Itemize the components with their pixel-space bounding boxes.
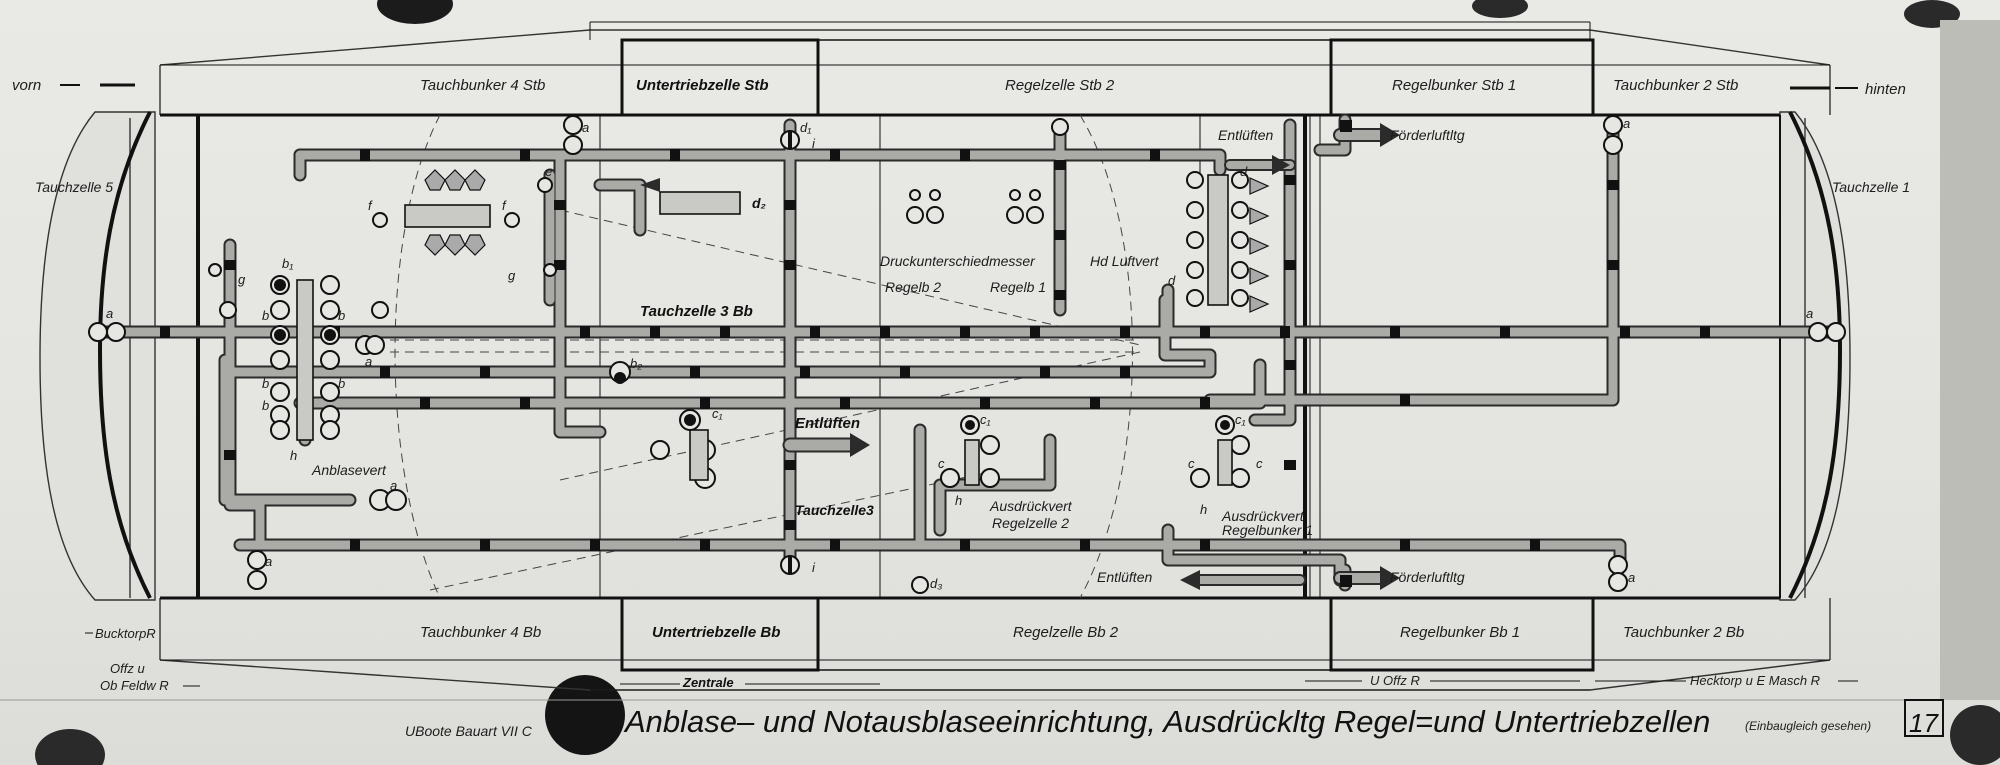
valve-a-1: a bbox=[106, 306, 113, 321]
footer: UBoote Bauart VII C Anblase– und Notausb… bbox=[0, 699, 1944, 739]
valve-a-2: a bbox=[582, 120, 589, 135]
dark-valves bbox=[274, 132, 1230, 573]
regelb1: Regelb 1 bbox=[990, 279, 1046, 295]
valve-b-5: b bbox=[338, 376, 345, 391]
tauchbunker4-stb: Tauchbunker 4 Stb bbox=[420, 77, 545, 94]
offz-label-line1: Offz u bbox=[110, 661, 145, 676]
valve-f-2: f bbox=[502, 198, 507, 213]
orientation-labels: vorn hinten bbox=[12, 77, 1906, 98]
valve-b2: b₂ bbox=[630, 356, 642, 371]
valve-a-7: a bbox=[365, 354, 372, 369]
hd-luftvert: Hd Luftvert bbox=[1090, 253, 1160, 269]
tauchzelle3-bb: Tauchzelle 3 Bb bbox=[640, 303, 753, 320]
regelbunker-stb1: Regelbunker Stb 1 bbox=[1392, 77, 1516, 94]
valve-c-2: c bbox=[1188, 456, 1195, 471]
tauchzelle5: Tauchzelle 5 bbox=[35, 179, 113, 195]
component-labels: Entlüften Entlüften Entlüften Förderluft… bbox=[311, 127, 1465, 585]
end-bulkheads bbox=[97, 111, 1843, 599]
regelzelle-bb2: Regelzelle Bb 2 bbox=[1013, 624, 1119, 641]
valve-a-6: a bbox=[1628, 570, 1635, 585]
bottom-bunker-band bbox=[160, 596, 1830, 691]
flow-arrows bbox=[640, 123, 1400, 590]
valve-h-3: h bbox=[1200, 502, 1207, 517]
top-bunker-band bbox=[160, 21, 1830, 117]
diagram-title: Anblase– und Notausblaseeinrichtung, Aus… bbox=[623, 704, 1710, 739]
bottom-bunker-labels: Tauchbunker 4 Bb Untertriebzelle Bb Rege… bbox=[420, 624, 1744, 641]
tauchbunker4-bb: Tauchbunker 4 Bb bbox=[420, 624, 541, 641]
valve-d2: d₂ bbox=[752, 195, 766, 211]
hecktorp-label: Hecktorp u E Masch R bbox=[1690, 673, 1820, 688]
entlueften-top: Entlüften bbox=[1218, 127, 1273, 143]
ausdrueckvert-2-l1: Ausdrückvert bbox=[989, 498, 1073, 514]
foerderluftltg-top: Förderluftltg bbox=[1390, 127, 1465, 143]
valve-c1-3: c₁ bbox=[1235, 412, 1246, 427]
frame-bulkheads bbox=[196, 115, 1781, 598]
ausdrueckvert-1-l2: Regelbunker 1 bbox=[1222, 522, 1313, 538]
valve-d-2: d bbox=[1168, 273, 1176, 288]
valve-c-3: c bbox=[1256, 456, 1263, 471]
zentrale-label: Zentrale bbox=[682, 675, 734, 690]
rear-label: hinten bbox=[1865, 81, 1906, 98]
valve-a-3: a bbox=[1623, 116, 1630, 131]
entlueften-mid: Entlüften bbox=[795, 415, 860, 432]
cell-labels: Tauchzelle 5 Tauchzelle 1 Tauchzelle 3 B… bbox=[35, 179, 1910, 518]
valve-h-2: h bbox=[955, 493, 962, 508]
tauchzelle3: Tauchzelle3 bbox=[795, 502, 874, 518]
front-label: vorn bbox=[12, 77, 41, 94]
foerderluftltg-bottom: Förderluftltg bbox=[1390, 569, 1465, 585]
valve-d1: d₁ bbox=[800, 120, 811, 135]
tauchbunker2-stb: Tauchbunker 2 Stb bbox=[1613, 77, 1738, 94]
valve-d3: d₃ bbox=[930, 576, 942, 591]
hull-outline bbox=[39, 29, 1851, 691]
valve-b-4: b bbox=[338, 308, 345, 323]
regelb2: Regelb 2 bbox=[885, 279, 941, 295]
valve-f-1: f bbox=[368, 198, 373, 213]
regelzelle-stb2: Regelzelle Stb 2 bbox=[1005, 77, 1115, 94]
valve-b-2: b bbox=[262, 376, 269, 391]
air-piping bbox=[93, 113, 1837, 592]
orientation-note: (Einbaugleich gesehen) bbox=[1745, 719, 1871, 733]
valve-e: e bbox=[545, 164, 552, 179]
anblasevert: Anblasevert bbox=[311, 462, 387, 478]
page-number: 17 bbox=[1909, 708, 1939, 738]
valve-h-1: h bbox=[290, 448, 297, 463]
bucktorp-label: BucktorpR bbox=[95, 626, 156, 641]
pipe-markers bbox=[160, 120, 1710, 587]
valves bbox=[88, 115, 1846, 594]
offz-label-line2: Ob Feldw R bbox=[100, 678, 169, 693]
valve-d-1: d bbox=[1240, 164, 1248, 179]
valve-i-2: i bbox=[812, 560, 816, 575]
valve-g-2: g bbox=[508, 268, 516, 283]
bottom-notes: BucktorpR Offz u Ob Feldw R Zentrale U O… bbox=[85, 626, 1858, 693]
valve-b-3: b bbox=[262, 398, 269, 413]
valve-b-1: b bbox=[262, 308, 269, 323]
valve-a-5: a bbox=[265, 554, 272, 569]
manifolds bbox=[296, 174, 1233, 486]
ausdrueckvert-1-l1: Ausdrückvert bbox=[1221, 508, 1305, 524]
tauchbunker2-bb: Tauchbunker 2 Bb bbox=[1623, 624, 1744, 641]
u-offz-label: U Offz R bbox=[1370, 673, 1420, 688]
valve-b1: b₁ bbox=[282, 256, 293, 271]
valve-a-4: a bbox=[1806, 306, 1813, 321]
untertriebzelle-stb: Untertriebzelle Stb bbox=[636, 77, 769, 94]
boat-type-label: UBoote Bauart VII C bbox=[405, 723, 533, 739]
tauchzelle1: Tauchzelle 1 bbox=[1832, 179, 1910, 195]
pins bbox=[35, 0, 2000, 765]
entlueften-bottom: Entlüften bbox=[1097, 569, 1152, 585]
untertriebzelle-bb: Untertriebzelle Bb bbox=[652, 624, 780, 641]
valve-fittings bbox=[424, 169, 1270, 313]
valve-i-1: i bbox=[812, 136, 816, 151]
ausdrueckvert-2-l2: Regelzelle 2 bbox=[992, 515, 1069, 531]
valve-a-8: a bbox=[390, 478, 397, 493]
valve-c-1: c bbox=[938, 456, 945, 471]
valve-c1-1: c₁ bbox=[712, 406, 723, 421]
valve-letter-labels: a a a a a a a a b₁ b₂ b b b b b c₁ c₁ c₁… bbox=[106, 116, 1813, 591]
valve-c1-2: c₁ bbox=[980, 412, 991, 427]
druckunterschiedmesser: Druckunterschiedmesser bbox=[880, 253, 1036, 269]
valve-g-1: g bbox=[238, 272, 246, 287]
top-bunker-labels: Tauchbunker 4 Stb Untertriebzelle Stb Re… bbox=[420, 77, 1738, 94]
regelbunker-bb1: Regelbunker Bb 1 bbox=[1400, 624, 1520, 641]
